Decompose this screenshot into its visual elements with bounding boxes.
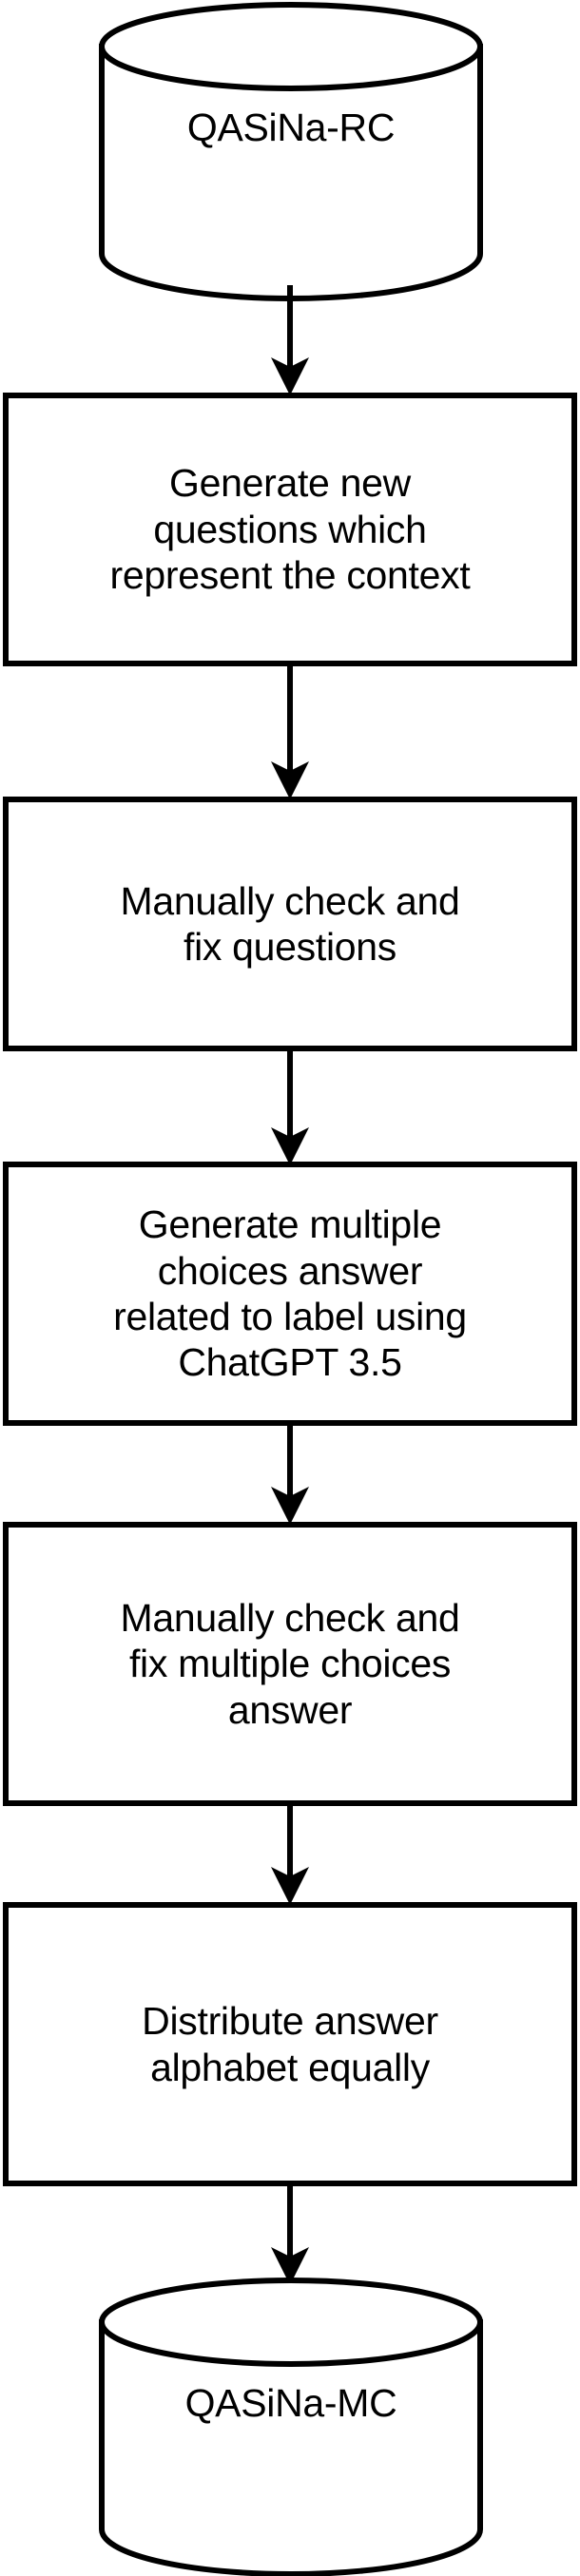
node-check-fix-questions-label: Manually check and fix questions xyxy=(120,878,460,969)
node-qasina-mc[interactable]: QASiNa-MC xyxy=(99,2278,483,2576)
arrow-down-icon xyxy=(271,285,309,395)
arrow-down-icon xyxy=(271,1420,309,1525)
node-check-fix-choices-label: Manually check and fix multiple choices … xyxy=(120,1595,460,1732)
edge-check-fix-choices-to-distribute-answers xyxy=(261,1800,319,1907)
arrow-down-icon xyxy=(271,1046,309,1165)
node-qasina-rc-label: QASiNa-RC xyxy=(186,106,396,149)
node-distribute-answers-label: Distribute answer alphabet equally xyxy=(142,1999,438,2089)
node-generate-choices-label: Generate multiple choices answer related… xyxy=(113,1202,467,1385)
edge-generate-questions-to-check-fix-questions xyxy=(261,661,319,801)
node-check-fix-questions[interactable]: Manually check and fix questions xyxy=(3,797,577,1051)
node-distribute-answers[interactable]: Distribute answer alphabet equally xyxy=(3,1902,577,2186)
cylinder-shape xyxy=(99,2,483,301)
edge-check-fix-questions-to-generate-choices xyxy=(261,1046,319,1167)
node-generate-questions[interactable]: Generate new questions which represent t… xyxy=(3,393,577,666)
arrow-down-icon xyxy=(271,1800,309,1905)
node-generate-choices[interactable]: Generate multiple choices answer related… xyxy=(3,1162,577,1426)
node-generate-questions-label: Generate new questions which represent t… xyxy=(109,461,471,598)
cylinder-shape xyxy=(99,2278,483,2576)
arrow-down-icon xyxy=(271,2181,309,2285)
node-check-fix-choices[interactable]: Manually check and fix multiple choices … xyxy=(3,1522,577,1806)
edge-generate-choices-to-check-fix-choices xyxy=(261,1420,319,1527)
edge-qasina-rc-to-generate-questions xyxy=(261,285,319,397)
node-qasina-rc[interactable]: QASiNa-RC xyxy=(99,2,483,301)
edge-distribute-answers-to-qasina-mc xyxy=(261,2181,319,2287)
arrow-down-icon xyxy=(271,661,309,799)
node-qasina-mc-label: QASiNa-MC xyxy=(184,2381,397,2425)
